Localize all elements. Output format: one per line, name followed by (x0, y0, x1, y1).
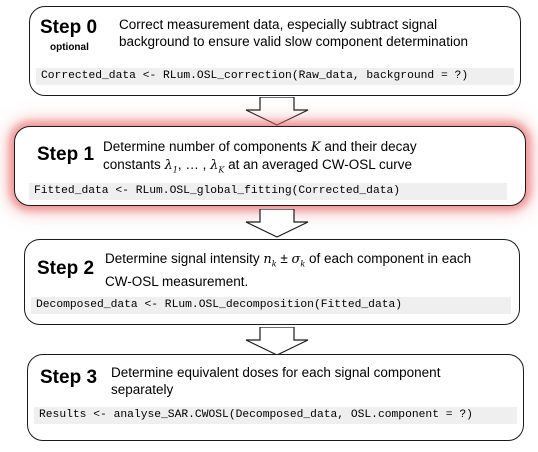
step-1-math-lambda-1: λ1 (164, 158, 178, 175)
step-1-ellipsis: , … , (177, 157, 211, 172)
step-2-description-line-2: CW-OSL measurement. (105, 273, 249, 289)
step-2-code: Decomposed_data <- RLum.OSL_decompositio… (31, 297, 511, 314)
step-2-line-1-text: Determine signal intensity (105, 251, 264, 266)
step-3-description-line-2: separately (111, 382, 174, 397)
step-3-description: Determine equivalent doses for each sign… (111, 364, 516, 398)
step-2-description-line-1: Determine signal intensity nk ± σk of ea… (105, 250, 515, 273)
step-0-code: Corrected_data <- RLum.OSL_correction(Ra… (36, 68, 514, 85)
step-1-line-1-text: Determine number of components (103, 139, 311, 154)
step-0-sublabel: optional (50, 42, 89, 53)
step-2-line-1-after: of each component in each (305, 251, 472, 266)
step-0-box: Step 0 optional Correct measurement data… (29, 6, 521, 96)
step-1-line-2-text: constants (103, 157, 165, 172)
step-1-line-2-after: at an averaged CW-OSL curve (224, 157, 412, 172)
step-3-description-line-1: Determine equivalent doses for each sign… (111, 365, 441, 380)
step-2-math-sigma-k: σk (291, 252, 306, 269)
step-1-description-line-2: constants λ1, … , λK at an averaged CW-O… (103, 156, 513, 179)
step-2-label: Step 2 (37, 258, 95, 279)
down-arrow-icon (245, 97, 309, 126)
step-3-code: Results <- analyse_SAR.CWOSL(Decomposed_… (34, 407, 517, 424)
step-0-description: Correct measurement data, especially sub… (119, 16, 514, 50)
step-2-plus-minus: ± (276, 251, 292, 266)
step-1-box: Step 1 Determine number of components K … (14, 126, 526, 206)
step-0-description-line-1: Correct measurement data, especially sub… (119, 17, 438, 32)
step-3-label: Step 3 (40, 367, 98, 388)
step-0-label: Step 0 (40, 17, 98, 38)
step-1-math-lambda-K: λK (210, 158, 225, 175)
step-1-line-1-after: and their decay (320, 139, 417, 154)
step-2-box: Step 2 Determine signal intensity nk ± σ… (24, 239, 520, 325)
step-3-box: Step 3 Determine equivalent doses for ea… (27, 354, 524, 441)
step-2-description: Determine signal intensity nk ± σk of ea… (105, 250, 515, 290)
step-1-description: Determine number of components K and the… (103, 138, 513, 179)
step-2-math-n-k: nk (263, 252, 277, 269)
down-arrow-icon (245, 209, 309, 238)
step-1-math-K: K (310, 140, 321, 155)
step-1-description-line-1: Determine number of components K and the… (103, 138, 513, 156)
step-1-code: Fitted_data <- RLum.OSL_global_fitting(C… (29, 183, 507, 200)
down-arrow-icon (245, 327, 309, 356)
step-0-description-line-2: background to ensure valid slow componen… (119, 34, 468, 49)
step-1-label: Step 1 (37, 144, 95, 165)
